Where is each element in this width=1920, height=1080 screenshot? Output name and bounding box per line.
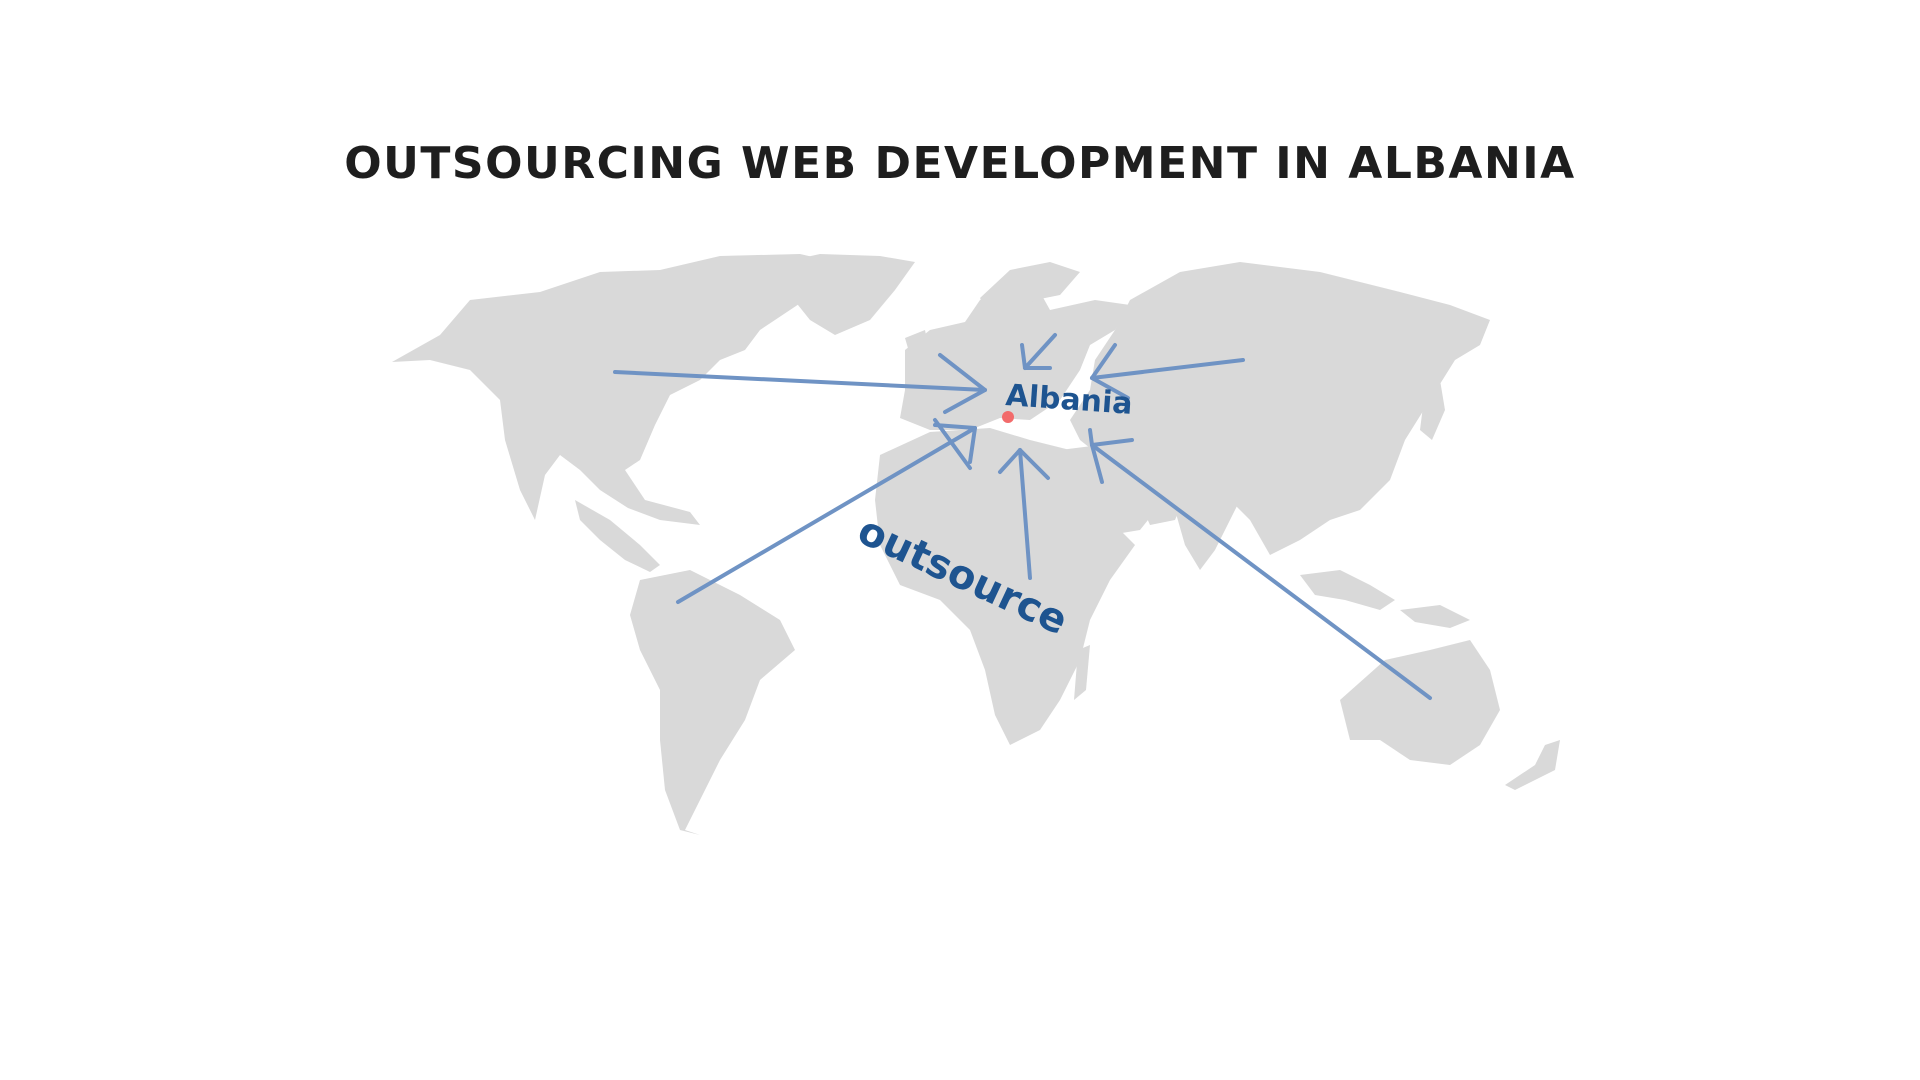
landmass-british-isles [905, 330, 930, 362]
arrow-from-north-america [613, 353, 987, 414]
landmass-japan [1420, 380, 1445, 440]
landmass-arabia [1060, 445, 1160, 535]
landmass-southeast-asia [1300, 570, 1395, 610]
landmass-madagascar [1074, 645, 1090, 700]
albania-location-marker [1002, 411, 1014, 423]
landmass-north-america [392, 254, 835, 525]
arrow-from-south-america [676, 423, 977, 604]
landmass-central-america [575, 500, 660, 572]
arrow-from-australia [1090, 443, 1432, 700]
landmass-scandinavia [980, 262, 1080, 315]
landmass-africa [875, 428, 1135, 745]
page-title: OUTSOURCING WEB DEVELOPMENT IN ALBANIA [344, 138, 1576, 189]
arrow-from-russia [1090, 343, 1245, 400]
world-map [392, 254, 1560, 835]
landmass-greenland [770, 254, 915, 335]
landmass-australia [1340, 640, 1500, 765]
landmass-new-guinea [1400, 605, 1470, 628]
arrow-from-west-africa [933, 418, 972, 470]
landmass-south-america [630, 570, 795, 835]
arrow-from-scandinavia [1020, 333, 1057, 370]
arrow-from-central-africa [998, 448, 1050, 580]
landmass-new-zealand [1505, 740, 1560, 790]
landmass-europe [900, 285, 1130, 430]
landmass-india [1170, 480, 1240, 570]
